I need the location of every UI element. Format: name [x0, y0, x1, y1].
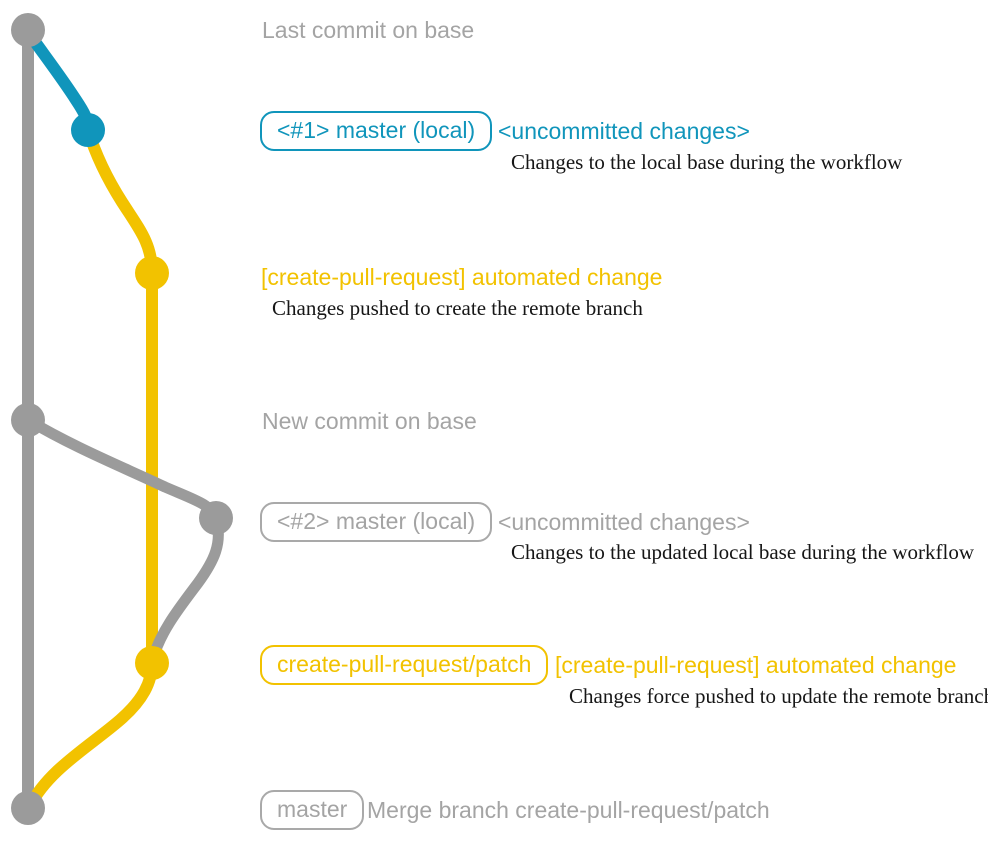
master-local-2-badge: <#2> master (local): [260, 502, 493, 542]
merge-branch-label: Merge branch create-pull-request/patch: [367, 797, 770, 823]
commit-node-last-commit: [11, 13, 45, 47]
commit-node-uncommitted-1: [71, 113, 105, 147]
commit-node-uncommitted-2: [199, 501, 233, 535]
commit-node-cpr-2: [135, 646, 169, 680]
uncommitted-branch-curve: [22, 26, 94, 136]
uncommitted-changes-2-description: Changes to the updated local base during…: [511, 540, 975, 564]
base-update-branch-curve: [22, 414, 224, 665]
new-commit-label: New commit on base: [262, 408, 477, 434]
master-badge: master: [260, 790, 365, 830]
commit-node-new-commit: [11, 403, 45, 437]
uncommitted-changes-1-label: <uncommitted changes>: [498, 118, 750, 144]
master-local-1-badge: <#1> master (local): [260, 111, 493, 151]
cpr-automated-change-2-description: Changes force pushed to update the remot…: [569, 684, 988, 708]
uncommitted-changes-2-label: <uncommitted changes>: [498, 509, 750, 535]
cpr-automated-change-1-label: [create-pull-request] automated change: [261, 264, 663, 290]
commit-node-merge: [11, 791, 45, 825]
commit-node-cpr-1: [135, 256, 169, 290]
cpr-automated-change-1-description: Changes pushed to create the remote bran…: [272, 296, 643, 320]
cpr-automated-change-2-label: [create-pull-request] automated change: [555, 652, 957, 678]
patch-branch-badge: create-pull-request/patch: [260, 645, 549, 685]
uncommitted-changes-1-description: Changes to the local base during the wor…: [511, 150, 903, 174]
last-commit-label: Last commit on base: [262, 17, 475, 43]
